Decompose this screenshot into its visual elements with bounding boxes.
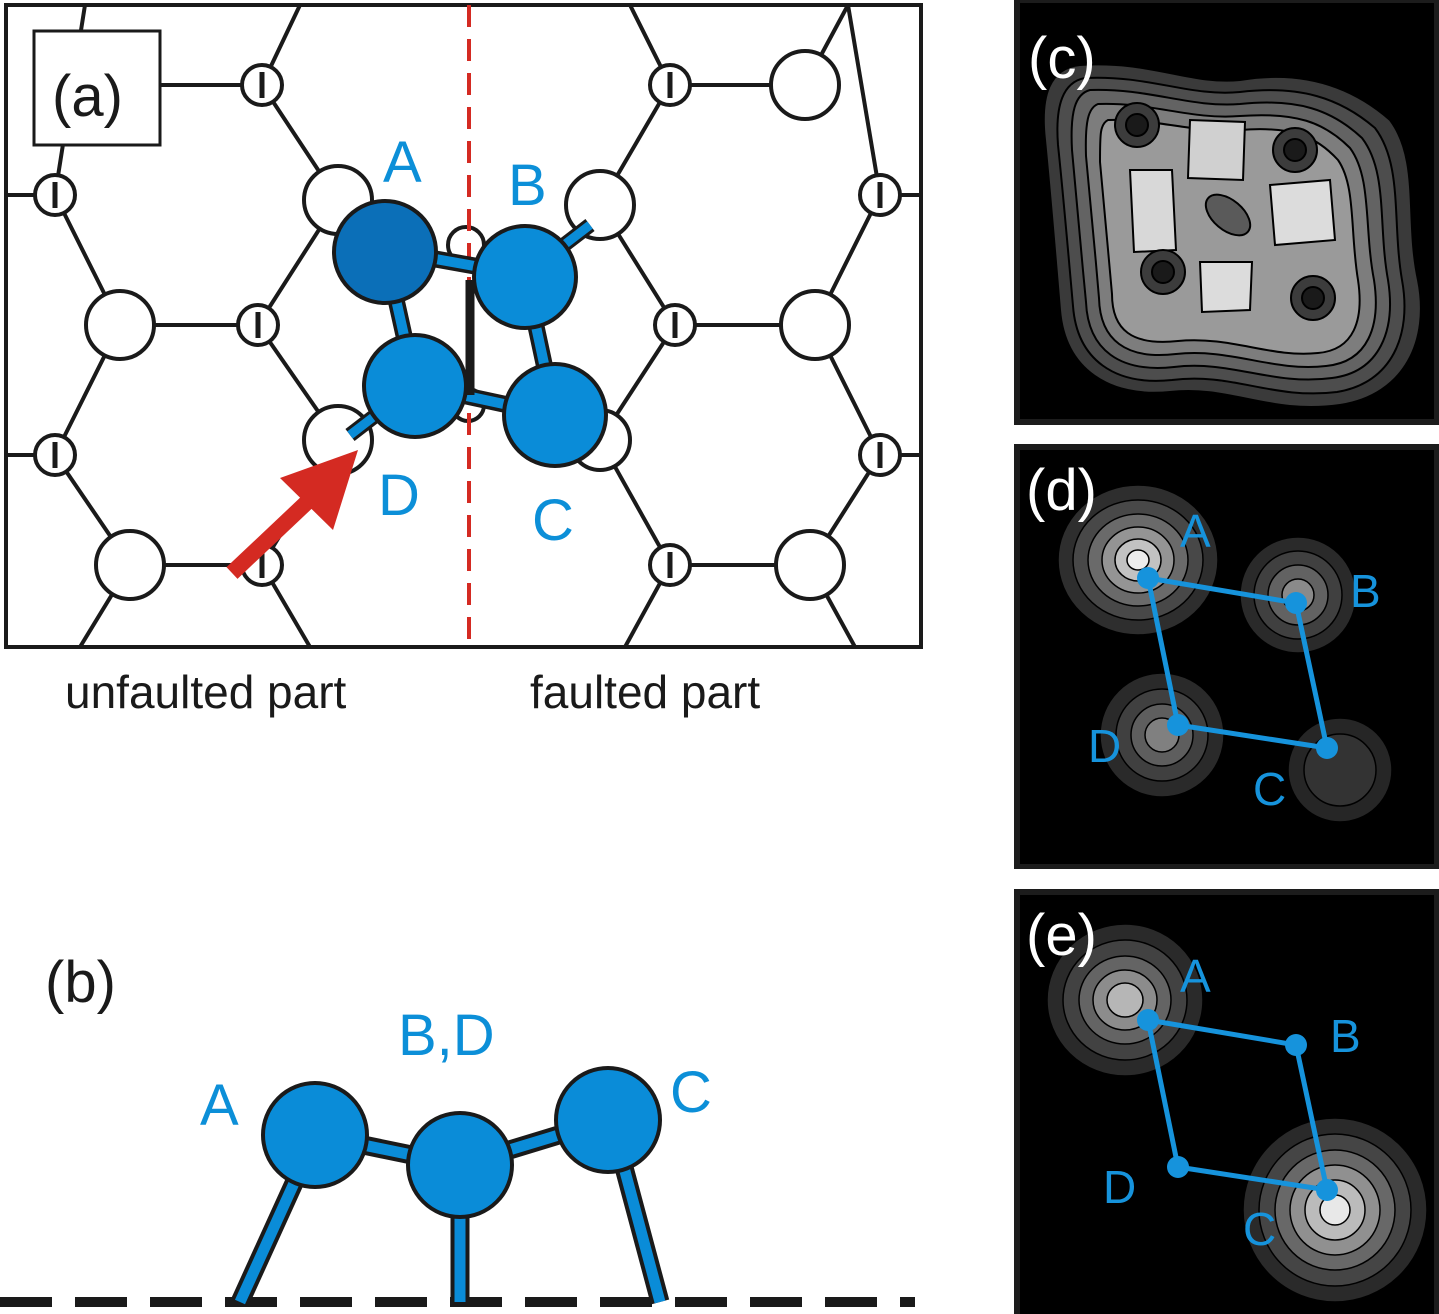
panel-a-label-box — [32, 29, 162, 147]
caption-unfaulted: unfaulted part — [65, 666, 347, 718]
panel-a-frame — [4, 3, 923, 649]
density-map-d — [1057, 484, 1393, 823]
d-label-A: A — [1180, 505, 1211, 557]
panel-b: (b) A B,D C — [0, 950, 915, 1307]
overlay-d — [1137, 567, 1338, 759]
atom-label-D: D — [378, 463, 420, 528]
tetramer-atoms — [332, 199, 608, 468]
d-label-C: C — [1253, 763, 1286, 815]
density-map-c — [1042, 63, 1422, 409]
e-label-A: A — [1180, 950, 1211, 1002]
atom-label-C: C — [532, 488, 574, 553]
caption-faulted: faulted part — [530, 666, 760, 718]
side-label-A: A — [200, 1073, 239, 1138]
overlay-e — [1137, 1009, 1338, 1201]
side-label-C: C — [670, 1060, 712, 1125]
panel-d-label: (d) — [1026, 458, 1097, 523]
side-atoms — [261, 1066, 662, 1219]
panel-c: (c) — [1014, 0, 1439, 425]
panel-d: (d) A B D C — [1014, 444, 1439, 869]
panel-a-label: (a) — [52, 64, 123, 129]
atom-label-A: A — [383, 130, 422, 195]
density-map-e — [1046, 923, 1428, 1303]
panel-e: (e) A B D C — [1014, 889, 1439, 1314]
atom-C — [502, 362, 608, 468]
side-atom-C — [554, 1066, 662, 1174]
e-label-C: C — [1243, 1203, 1276, 1255]
atom-A — [332, 199, 438, 305]
panel-e-label: (e) — [1026, 903, 1097, 968]
arrow-indicator — [226, 450, 358, 579]
d-label-B: B — [1350, 565, 1381, 617]
e-label-D: D — [1103, 1161, 1136, 1213]
atom-D — [362, 333, 468, 439]
side-label-BD: B,D — [398, 1003, 495, 1068]
panel-c-label: (c) — [1028, 26, 1096, 91]
atom-label-B: B — [508, 153, 547, 218]
atom-B — [472, 224, 578, 330]
panel-a: (a) A B D C unfaulted part faulted part — [4, 3, 923, 718]
e-label-B: B — [1330, 1010, 1361, 1062]
d-label-D: D — [1088, 720, 1121, 772]
panel-b-label: (b) — [45, 950, 116, 1015]
side-atom-BD — [406, 1111, 514, 1219]
side-atom-A — [261, 1081, 369, 1189]
